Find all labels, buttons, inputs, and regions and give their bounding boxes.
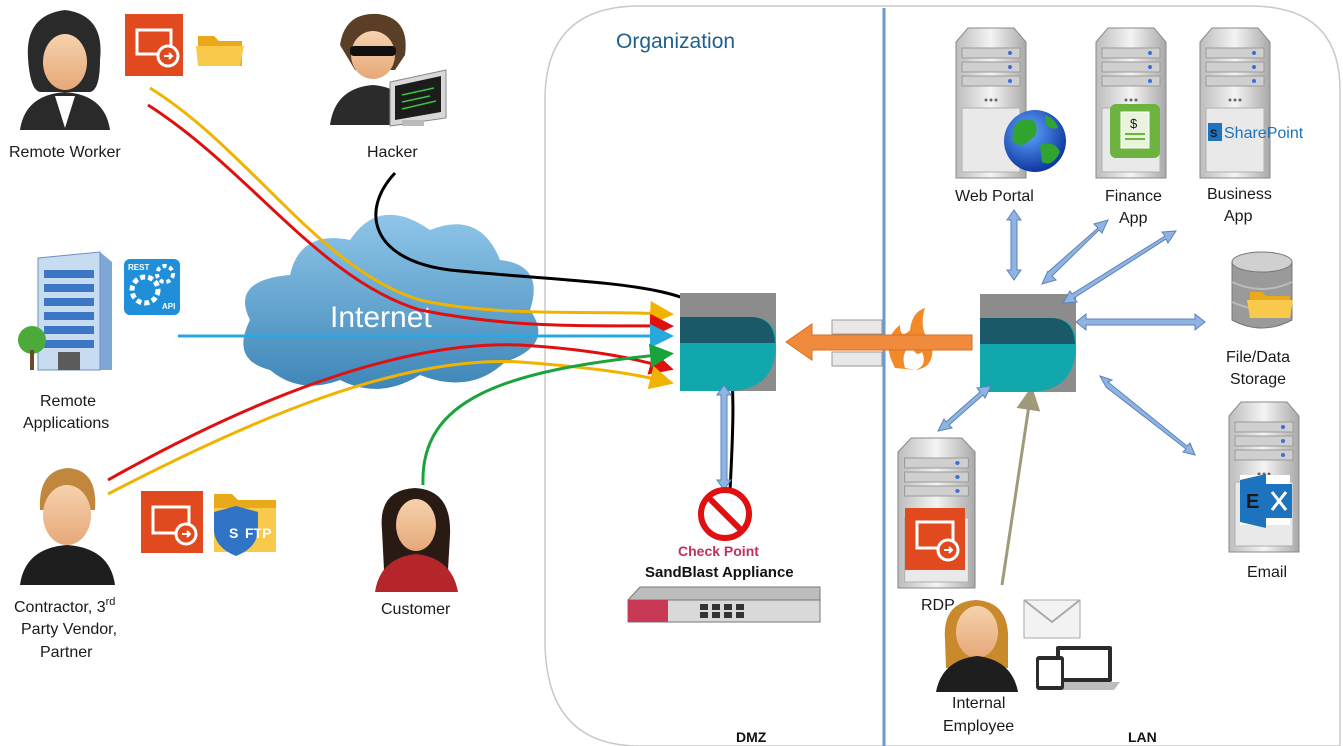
internal-employee-line bbox=[1000, 386, 1041, 586]
api-rest-text: REST bbox=[128, 263, 149, 272]
internal-employee-label-line1: Internal bbox=[952, 695, 1005, 712]
organization-label: Organization bbox=[616, 30, 735, 53]
database-icon bbox=[1231, 251, 1293, 329]
building-icon bbox=[18, 251, 112, 371]
remote-desktop-icon bbox=[125, 14, 183, 76]
arrow-gateway-email bbox=[1098, 375, 1196, 456]
internal-employee-label-line2: Employee bbox=[943, 718, 1014, 735]
arrow-gateway-business bbox=[1062, 230, 1177, 304]
arrow-gateway-finance bbox=[1041, 219, 1109, 285]
sftp-text: FTP bbox=[245, 525, 271, 541]
business-server-icon bbox=[1199, 27, 1271, 179]
hacker-label: Hacker bbox=[367, 144, 418, 161]
email-label: Email bbox=[1247, 564, 1287, 581]
customer-line bbox=[421, 343, 674, 486]
finance-dollar-text: $ bbox=[1130, 116, 1138, 131]
arrow-gateway-storage bbox=[1075, 312, 1206, 332]
cloud-icon bbox=[243, 214, 539, 389]
hacker-icon bbox=[330, 13, 447, 127]
sharepoint-label: SharePoint bbox=[1224, 125, 1304, 142]
lan-label: LAN bbox=[1128, 729, 1157, 745]
rdp-label: RDP bbox=[921, 597, 955, 614]
arrow-gateway-rdp bbox=[937, 385, 992, 432]
contractor-line-red bbox=[107, 343, 674, 482]
customer-person-icon bbox=[375, 488, 458, 592]
api-text: API bbox=[162, 302, 175, 311]
api-gears-icon: REST API bbox=[124, 259, 180, 315]
remote-applications-label-line2: Applications bbox=[23, 415, 109, 432]
remote-worker-label: Remote Worker bbox=[9, 144, 121, 161]
contractor-label-sup: rd bbox=[106, 596, 116, 608]
hacker-line bbox=[374, 171, 741, 534]
contractor-person-icon bbox=[20, 468, 115, 585]
exchange-e-text: E bbox=[1246, 491, 1259, 513]
internet-label: Internet bbox=[330, 301, 432, 334]
lan-arrows bbox=[716, 209, 1206, 491]
remote-worker-person-icon bbox=[20, 10, 110, 130]
sftp-s-text: S bbox=[229, 525, 238, 541]
remote-worker-line-red bbox=[147, 103, 674, 338]
dmz-label: DMZ bbox=[736, 729, 767, 745]
finance-app-label-line1: Finance bbox=[1105, 188, 1162, 205]
contractor-label-line2: Party Vendor, bbox=[21, 621, 117, 638]
folder-icon bbox=[196, 36, 244, 66]
arrow-gateway-appliance bbox=[716, 384, 732, 491]
sharepoint-s-text: S bbox=[1210, 128, 1217, 140]
traffic-lines bbox=[107, 86, 1041, 586]
organization-boundary bbox=[544, 5, 1341, 746]
block-icon bbox=[698, 487, 752, 541]
business-app-label-line2: App bbox=[1224, 208, 1253, 225]
internal-employee-person-icon bbox=[936, 600, 1018, 692]
arrow-gateway-webportal bbox=[1006, 209, 1022, 281]
remote-applications-label-line1: Remote bbox=[40, 393, 96, 410]
web-portal-label: Web Portal bbox=[955, 188, 1034, 205]
file-storage-label-line2: Storage bbox=[1230, 371, 1286, 388]
contractor-label-line3: Partner bbox=[40, 644, 93, 661]
remote-worker-line-yellow bbox=[149, 86, 674, 325]
contractor-remote-desktop-icon bbox=[141, 491, 203, 553]
contractor-line-yellow bbox=[107, 359, 674, 496]
contractor-label-line1: Contractor, 3rd bbox=[14, 596, 115, 616]
devices-icon bbox=[1036, 646, 1120, 690]
check-point-label: Check Point bbox=[678, 543, 759, 559]
globe-icon bbox=[1004, 110, 1066, 172]
sharepoint-icon: S SharePoint bbox=[1208, 123, 1304, 142]
sftp-icon: S FTP bbox=[214, 494, 276, 556]
dmz-gateway-icon bbox=[680, 293, 776, 391]
customer-label: Customer bbox=[381, 601, 451, 618]
finance-doc-icon: $ bbox=[1110, 104, 1160, 158]
appliance-icon bbox=[627, 586, 821, 623]
finance-app-label-line2: App bbox=[1119, 210, 1148, 227]
sandblast-label: SandBlast Appliance bbox=[645, 564, 794, 581]
lan-gateway-icon bbox=[980, 294, 1076, 392]
file-storage-label-line1: File/Data bbox=[1226, 349, 1290, 366]
exchange-icon: E bbox=[1240, 474, 1292, 528]
contractor-label-main: Contractor, 3 bbox=[14, 599, 106, 616]
rdp-remote-desktop-icon bbox=[905, 508, 965, 570]
envelope-icon bbox=[1023, 599, 1081, 639]
firewall-arrow bbox=[785, 323, 973, 361]
business-app-label-line1: Business bbox=[1207, 186, 1272, 203]
